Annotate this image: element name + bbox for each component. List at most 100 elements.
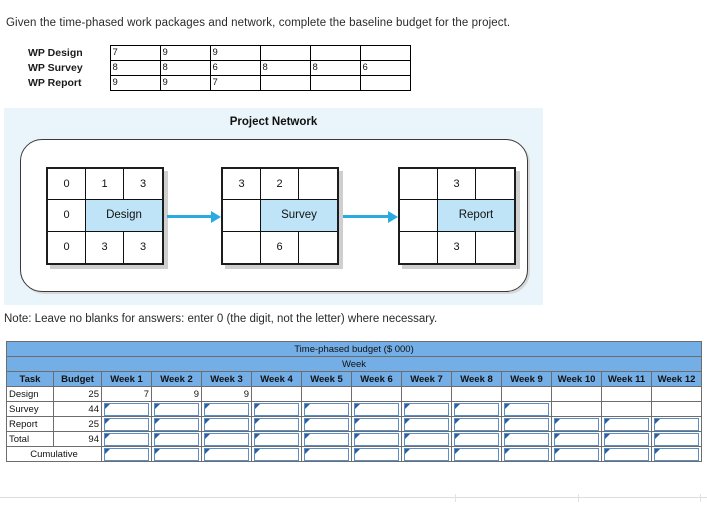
budget-input-cell[interactable] xyxy=(651,431,702,447)
budget-input-field[interactable] xyxy=(104,447,149,461)
budget-input-cell[interactable] xyxy=(151,446,202,462)
budget-input-field[interactable] xyxy=(654,417,699,431)
wp-cell xyxy=(359,45,411,61)
budget-input-cell[interactable] xyxy=(201,401,252,417)
budget-input-cell[interactable] xyxy=(401,446,452,462)
budget-input-cell[interactable] xyxy=(101,401,152,417)
budget-input-cell[interactable] xyxy=(151,416,202,432)
budget-input-cell[interactable] xyxy=(401,401,452,417)
budget-input-field[interactable] xyxy=(454,417,499,431)
node-slack xyxy=(223,200,261,232)
budget-input-cell[interactable] xyxy=(601,416,652,432)
budget-input-field[interactable] xyxy=(404,402,449,416)
budget-input-cell[interactable] xyxy=(351,446,402,462)
budget-input-cell[interactable] xyxy=(101,431,152,447)
budget-input-field[interactable] xyxy=(104,402,149,416)
budget-input-field[interactable] xyxy=(304,417,349,431)
budget-input-field[interactable] xyxy=(204,432,249,446)
budget-input-field[interactable] xyxy=(254,402,299,416)
network-node-report: 3 Report 3 xyxy=(398,167,516,265)
budget-value-cell xyxy=(601,386,652,402)
wp-cell xyxy=(359,75,411,91)
budget-input-field[interactable] xyxy=(604,447,649,461)
budget-input-cell[interactable] xyxy=(251,416,302,432)
budget-input-field[interactable] xyxy=(454,447,499,461)
budget-input-cell[interactable] xyxy=(451,401,502,417)
budget-input-field[interactable] xyxy=(304,447,349,461)
budget-input-cell[interactable] xyxy=(301,431,352,447)
budget-input-cell[interactable] xyxy=(651,416,702,432)
budget-input-cell[interactable] xyxy=(501,431,552,447)
budget-input-cell[interactable] xyxy=(401,431,452,447)
budget-input-cell[interactable] xyxy=(101,446,152,462)
budget-value-cell: 7 xyxy=(101,386,152,402)
budget-input-field[interactable] xyxy=(154,402,199,416)
budget-input-field[interactable] xyxy=(654,447,699,461)
budget-input-field[interactable] xyxy=(504,447,549,461)
budget-input-cell[interactable] xyxy=(501,401,552,417)
budget-input-field[interactable] xyxy=(204,402,249,416)
budget-input-cell[interactable] xyxy=(401,416,452,432)
budget-input-field[interactable] xyxy=(404,447,449,461)
budget-input-field[interactable] xyxy=(504,402,549,416)
budget-input-cell[interactable] xyxy=(151,401,202,417)
budget-input-cell[interactable] xyxy=(201,416,252,432)
budget-input-field[interactable] xyxy=(254,432,299,446)
wp-cell: 9 xyxy=(159,75,211,91)
budget-input-field[interactable] xyxy=(404,417,449,431)
budget-input-cell[interactable] xyxy=(501,416,552,432)
budget-input-field[interactable] xyxy=(154,432,199,446)
budget-input-field[interactable] xyxy=(304,432,349,446)
budget-input-cell[interactable] xyxy=(301,446,352,462)
budget-input-field[interactable] xyxy=(654,432,699,446)
budget-input-field[interactable] xyxy=(154,417,199,431)
budget-input-field[interactable] xyxy=(354,432,399,446)
budget-input-field[interactable] xyxy=(354,417,399,431)
budget-weekgroup-row: Week xyxy=(6,356,702,372)
budget-input-cell[interactable] xyxy=(551,416,602,432)
budget-input-field[interactable] xyxy=(404,432,449,446)
budget-input-field[interactable] xyxy=(154,447,199,461)
budget-input-cell[interactable] xyxy=(551,446,602,462)
budget-input-cell[interactable] xyxy=(451,431,502,447)
budget-input-cell[interactable] xyxy=(601,446,652,462)
budget-input-cell[interactable] xyxy=(601,431,652,447)
budget-input-cell[interactable] xyxy=(501,446,552,462)
budget-input-cell[interactable] xyxy=(301,416,352,432)
budget-input-field[interactable] xyxy=(554,417,599,431)
budget-input-cell[interactable] xyxy=(351,401,402,417)
budget-input-cell[interactable] xyxy=(301,401,352,417)
budget-input-field[interactable] xyxy=(304,402,349,416)
budget-input-field[interactable] xyxy=(454,402,499,416)
budget-input-field[interactable] xyxy=(554,432,599,446)
budget-input-cell[interactable] xyxy=(201,446,252,462)
budget-input-cell[interactable] xyxy=(551,431,602,447)
budget-input-field[interactable] xyxy=(204,447,249,461)
budget-input-field[interactable] xyxy=(254,447,299,461)
budget-input-field[interactable] xyxy=(604,417,649,431)
budget-input-field[interactable] xyxy=(254,417,299,431)
budget-input-field[interactable] xyxy=(504,417,549,431)
budget-input-field[interactable] xyxy=(104,417,149,431)
budget-input-cell[interactable] xyxy=(351,431,402,447)
budget-input-field[interactable] xyxy=(504,432,549,446)
budget-input-field[interactable] xyxy=(454,432,499,446)
budget-input-cell[interactable] xyxy=(251,431,302,447)
budget-input-cell[interactable] xyxy=(351,416,402,432)
budget-input-field[interactable] xyxy=(354,447,399,461)
budget-input-field[interactable] xyxy=(604,432,649,446)
budget-input-field[interactable] xyxy=(554,447,599,461)
budget-input-cell[interactable] xyxy=(201,431,252,447)
budget-input-field[interactable] xyxy=(204,417,249,431)
budget-input-field[interactable] xyxy=(104,432,149,446)
budget-input-field[interactable] xyxy=(354,402,399,416)
budget-input-cell[interactable] xyxy=(151,431,202,447)
budget-input-cell[interactable] xyxy=(251,401,302,417)
budget-input-cell[interactable] xyxy=(251,446,302,462)
budget-value-cell: 9 xyxy=(151,386,202,402)
budget-input-cell[interactable] xyxy=(451,446,502,462)
week-group-label: Week xyxy=(6,356,702,372)
budget-input-cell[interactable] xyxy=(101,416,152,432)
budget-input-cell[interactable] xyxy=(651,446,702,462)
budget-input-cell[interactable] xyxy=(451,416,502,432)
